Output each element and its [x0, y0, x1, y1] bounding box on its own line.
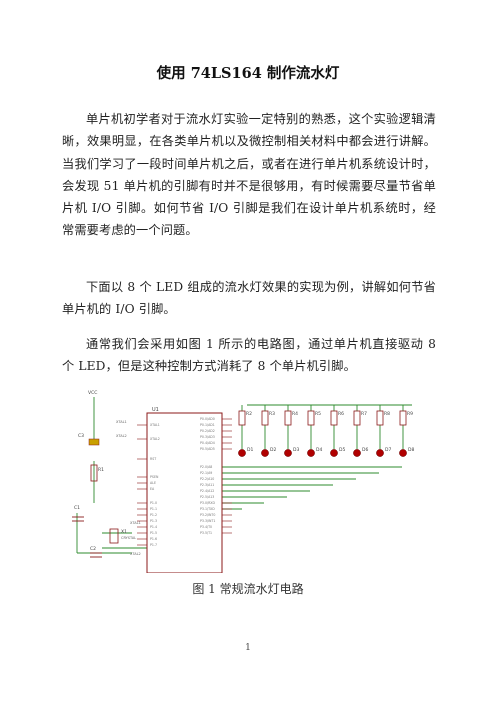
capacitor-c1 [72, 516, 84, 522]
resistor-label: R4 [292, 411, 298, 417]
figure-caption: 图 1 常规流水灯电路 [192, 582, 304, 596]
led-label: D1 [247, 447, 253, 453]
paragraph-example: 下面以 8 个 LED 组成的流水灯效果的实现为例，讲解如何节省单片机的 I/O… [62, 280, 436, 317]
svg-text:P3.0/RXD: P3.0/RXD [200, 501, 215, 505]
resistor-label: R5 [315, 411, 321, 417]
svg-text:P3.4/T0: P3.4/T0 [200, 525, 212, 529]
svg-text:P2.0/A8: P2.0/A8 [200, 465, 212, 469]
xtal2-net-label: XTAL2 [130, 552, 141, 556]
resistor-r1 [90, 464, 98, 482]
svg-text:P2.5/A13: P2.5/A13 [200, 495, 214, 499]
page-title: 使用 74LS164 制作流水灯 [156, 65, 340, 82]
mcu-pins [137, 418, 232, 546]
svg-text:P3.1/TXD: P3.1/TXD [200, 507, 215, 511]
paragraph-intro: 单片机初学者对于流水灯实验一定特别的熟悉，这个实验逻辑清晰，效果明显，在各类单片… [62, 112, 436, 238]
led-d6 [353, 449, 361, 457]
xtal2-label: XTAL2 [116, 434, 127, 438]
resistor-r3 [261, 410, 269, 426]
resistor-label: R9 [407, 411, 413, 417]
c1-label: C1 [74, 505, 80, 511]
svg-text:P1.4: P1.4 [150, 525, 157, 529]
resistor-r2 [238, 410, 246, 426]
led-d3 [284, 449, 292, 457]
page-number: 1 [245, 643, 251, 653]
svg-text:P1.6: P1.6 [150, 537, 157, 541]
c2-label: C2 [90, 546, 96, 552]
wires [76, 397, 412, 554]
svg-text:P0.4/AD4: P0.4/AD4 [200, 441, 215, 445]
svg-text:XTAL2: XTAL2 [150, 437, 160, 441]
svg-text:P1.1: P1.1 [150, 507, 157, 511]
led-label: D8 [408, 447, 414, 453]
svg-text:P0.1/AD1: P0.1/AD1 [200, 423, 215, 427]
svg-text:P1.7: P1.7 [150, 543, 157, 547]
svg-text:P2.4/A12: P2.4/A12 [200, 489, 214, 493]
svg-text:P1.2: P1.2 [150, 513, 157, 517]
crystal-x1 [109, 528, 119, 544]
resistor-label: R2 [246, 411, 252, 417]
svg-text:EA: EA [150, 487, 155, 491]
x1-label: X1 [121, 529, 127, 535]
r1-label: R1 [98, 467, 104, 473]
led-label: D7 [385, 447, 391, 453]
xtal1-net-label: XTAL1 [130, 521, 141, 525]
led-label: D2 [270, 447, 276, 453]
svg-text:P0.0/AD0: P0.0/AD0 [200, 417, 215, 421]
led-d2 [261, 449, 269, 457]
resistor-label: R7 [361, 411, 367, 417]
paragraph-circuit: 通常我们会采用如图 1 所示的电路图，通过单片机直接驱动 8 个 LED，但是这… [62, 337, 436, 374]
led-d1 [238, 449, 246, 457]
svg-text:P1.3: P1.3 [150, 519, 157, 523]
svg-text:P3.5/T1: P3.5/T1 [200, 531, 212, 535]
resistor-r4 [284, 410, 292, 426]
led-label: D6 [362, 447, 368, 453]
capacitor-c2 [90, 552, 102, 558]
led-d4 [307, 449, 315, 457]
led-d7 [376, 449, 384, 457]
svg-text:P1.5: P1.5 [150, 531, 157, 535]
svg-text:ALE: ALE [150, 481, 156, 485]
led-label: D3 [293, 447, 299, 453]
resistor-r9 [399, 410, 407, 426]
xtal1-label: XTAL1 [116, 420, 127, 424]
svg-text:P2.1/A9: P2.1/A9 [200, 471, 212, 475]
resistor-label: R8 [384, 411, 390, 417]
resistor-r5 [307, 410, 315, 426]
svg-text:RST: RST [150, 457, 156, 461]
resistor-label: R3 [269, 411, 275, 417]
svg-text:P3.2/INT0: P3.2/INT0 [200, 513, 215, 517]
capacitor-c3 [88, 438, 100, 446]
svg-text:P1.0: P1.0 [150, 501, 157, 505]
led-d5 [330, 449, 338, 457]
led-label: D4 [316, 447, 322, 453]
svg-text:P3.3/INT1: P3.3/INT1 [200, 519, 215, 523]
vcc-label: VCC [88, 390, 97, 396]
resistor-label: R6 [338, 411, 344, 417]
svg-text:XTAL1: XTAL1 [150, 423, 160, 427]
resistor-r6 [330, 410, 338, 426]
svg-text:P2.3/A11: P2.3/A11 [200, 483, 214, 487]
led-d8 [399, 449, 407, 457]
resistor-r7 [353, 410, 361, 426]
svg-text:P2.2/A10: P2.2/A10 [200, 477, 214, 481]
resistor-r8 [376, 410, 384, 426]
resistor-row: R2 R3 R4 R5 R6 R7 R8 R9 [238, 405, 413, 449]
led-row: D1 D2 D3 D4 D5 D6 D7 D8 [238, 447, 414, 457]
svg-text:P0.5/AD5: P0.5/AD5 [200, 447, 215, 451]
mcu-ref-label: U1 [152, 407, 159, 413]
c3-label: C3 [78, 433, 84, 439]
svg-text:PSEN: PSEN [150, 475, 159, 479]
svg-text:P0.2/AD2: P0.2/AD2 [200, 429, 215, 433]
crystal-label: CRYSTAL [121, 536, 136, 540]
led-label: D5 [339, 447, 345, 453]
svg-text:P0.3/AD3: P0.3/AD3 [200, 435, 215, 439]
